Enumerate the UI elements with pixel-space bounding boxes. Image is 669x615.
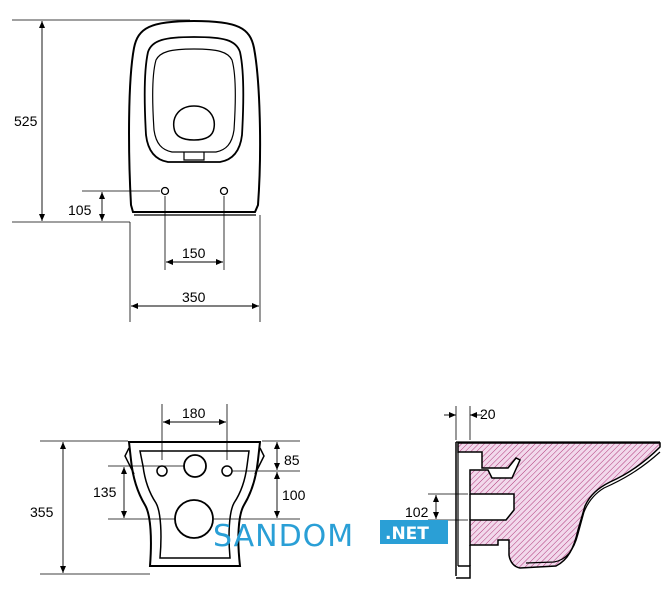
dim-label-355: 355 (30, 504, 54, 520)
fixing-hole-right (219, 186, 229, 196)
dim-label-180: 180 (182, 405, 206, 421)
rear-inlet (183, 454, 207, 478)
side-section-body (457, 442, 661, 569)
watermark-suffix: .NET (385, 524, 429, 544)
rear-hole-right (221, 465, 233, 477)
rear-view-outline (127, 441, 262, 567)
top-view-inner-bowl (152, 48, 236, 153)
dim-label-525: 525 (14, 113, 38, 129)
dim-label-350: 350 (182, 289, 206, 305)
top-view-seat-rim (143, 36, 245, 163)
dim-label-20: 20 (480, 406, 496, 422)
rear-view: 180 355 85 100 135 (30, 404, 306, 575)
top-view: 525 105 150 350 (12, 19, 262, 322)
watermark: SANDOM .NET (213, 519, 448, 554)
dim-label-135: 135 (93, 484, 117, 500)
rear-view-inner (139, 450, 250, 559)
dim-label-105: 105 (68, 202, 92, 218)
dim-label-102: 102 (405, 504, 429, 520)
top-view-drain (172, 105, 216, 141)
fixing-hole-left (160, 186, 170, 196)
watermark-main-text: SANDOM (213, 519, 354, 554)
watermark-badge (380, 520, 448, 544)
rear-hole-left (156, 465, 168, 477)
dim-label-150: 150 (182, 245, 206, 261)
rear-outlet (174, 499, 214, 539)
top-view-bowl-outline (128, 19, 262, 213)
dim-label-85: 85 (284, 452, 300, 468)
dim-label-100: 100 (282, 487, 306, 503)
side-section-view: 20 102 (405, 406, 661, 579)
